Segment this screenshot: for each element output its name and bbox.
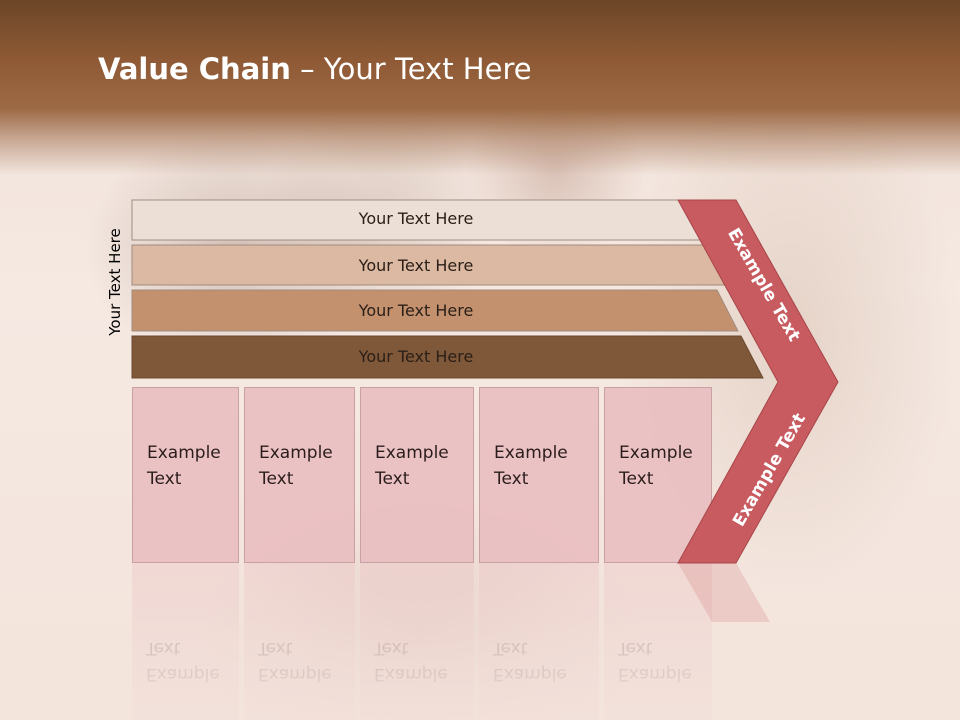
example-box-1-line1: Example <box>147 443 221 463</box>
example-box-2-line2: Text <box>259 469 294 489</box>
value-bar-3-label: Your Text Here <box>358 301 474 320</box>
example-box-3-line1: Example <box>375 443 449 463</box>
example-box-1: Example Text <box>132 387 239 563</box>
header-band <box>0 0 960 175</box>
value-bar-4: Your Text Here <box>131 335 772 379</box>
value-bar-1: Your Text Here <box>131 199 772 241</box>
value-bar-3: Your Text Here <box>131 289 772 332</box>
example-box-4: Example Text <box>479 387 599 563</box>
value-bar-4-label: Your Text Here <box>358 347 474 366</box>
example-box-5-line1: Example <box>619 443 693 463</box>
example-box-3-line2: Text <box>375 469 410 489</box>
value-bar-1-label: Your Text Here <box>358 209 474 228</box>
example-box-2-line1: Example <box>259 443 333 463</box>
value-bar-2: Your Text Here <box>131 244 772 286</box>
value-bar-2-label: Your Text Here <box>358 256 474 275</box>
example-box-3: Example Text <box>360 387 474 563</box>
slide-title: Value Chain – Your Text Here <box>98 52 532 86</box>
example-box-1-line2: Text <box>147 469 182 489</box>
example-box-4-line2: Text <box>494 469 529 489</box>
title-bold: Value Chain <box>98 52 291 86</box>
example-box-5-line2: Text <box>619 469 654 489</box>
example-box-2: Example Text <box>244 387 355 563</box>
example-box-4-line1: Example <box>494 443 568 463</box>
title-rest: – Your Text Here <box>290 52 532 86</box>
